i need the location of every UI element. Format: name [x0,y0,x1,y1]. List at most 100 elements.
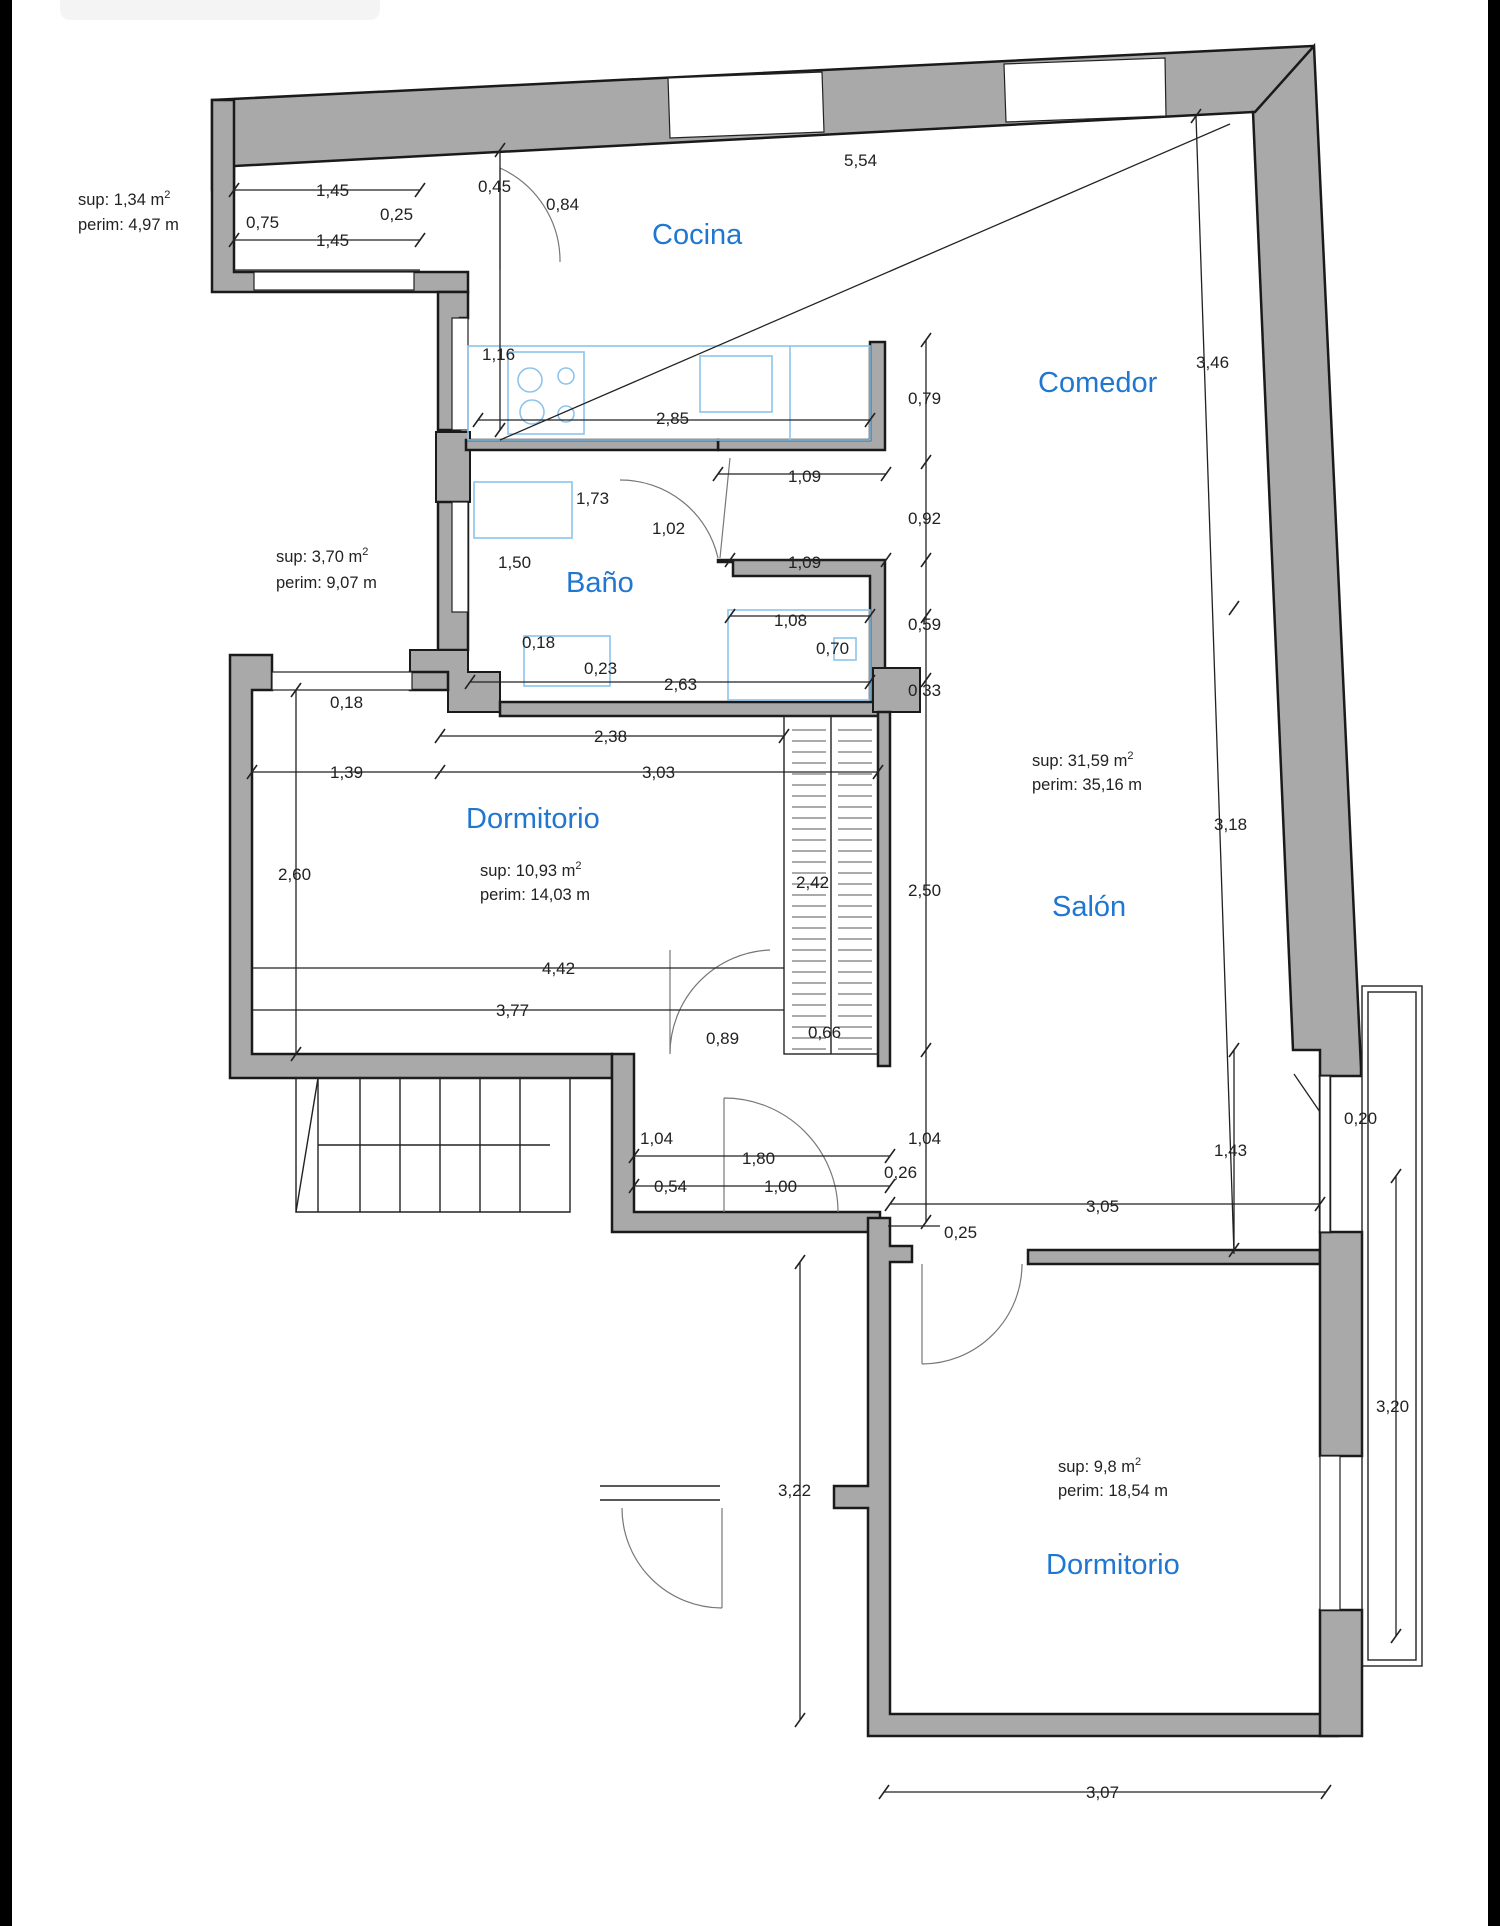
dim-label: 2,85 [656,409,689,428]
dim-label: 1,04 [908,1129,941,1148]
room-labels: Cocina Comedor Baño Dormitorio Salón Dor… [466,219,1180,1581]
dim-label: 0,26 [884,1163,917,1182]
dim-label: 3,05 [1086,1197,1119,1216]
wall-bath-upper [464,438,720,452]
dimension-tick [778,728,790,744]
dim-label: 0,75 [246,213,279,232]
dimension-tick [1228,1042,1240,1058]
wall-dorm2-right-low [1318,1608,1364,1738]
dim-label: 2,38 [594,727,627,746]
dimension-tick [1390,1168,1402,1184]
bath-area: sup: 3,70 m2 [276,546,368,566]
wardrobe [783,715,879,1055]
dim-label: 2,50 [908,881,941,900]
dimension-tick [884,1178,896,1194]
dimension-tick [228,232,240,248]
dimension-tick [920,552,932,568]
window-kitchen-left [451,317,469,431]
dimension-tick [1228,1242,1240,1258]
dimension-tick [724,552,736,568]
dimension-tick [472,412,484,428]
dim-label: 0,84 [546,195,579,214]
window-bath-left [451,501,469,613]
dim-label: 1,00 [764,1177,797,1196]
dim-label: 3,77 [496,1001,529,1020]
windows [253,57,1423,1667]
dim-label: 1,50 [498,553,531,572]
dimension-tick [290,682,302,698]
dim-label: 1,80 [742,1149,775,1168]
dimension-tick [794,1712,806,1728]
dimension-tick [864,412,876,428]
small-room-perimeter: perim: 4,97 m [78,216,179,234]
bath-perimeter: perim: 9,07 m [276,574,377,592]
wall-small-room [210,98,470,294]
dorm2-perimeter: perim: 18,54 m [1058,1482,1168,1500]
salon-perimeter: perim: 35,16 m [1032,776,1142,794]
dimension-tick [434,728,446,744]
window-salon-right [1319,1075,1331,1233]
room-label-salon: Salón [1052,891,1126,923]
dim-label: 1,02 [652,519,685,538]
door-bath [619,457,731,559]
dim-label: 1,09 [788,553,821,572]
door-corridor [723,1097,839,1213]
dim-label: 0,54 [654,1177,687,1196]
dim-label: 3,03 [642,763,675,782]
dim-label: 1,04 [640,1129,673,1148]
pillar-kitchen [435,431,471,503]
wall-dorm2-top [1026,1248,1322,1266]
balcony [1361,985,1423,1667]
dimension-tick [434,764,446,780]
dim-label: 0,45 [478,177,511,196]
wall-dorm2-right [1318,1230,1364,1458]
dim-label: 0,25 [380,205,413,224]
wall-dorm2-left [832,1216,1340,1738]
wall-corridor [610,1052,882,1234]
dim-label: 3,07 [1086,1783,1119,1802]
top-bar [60,0,380,20]
dimension-tick [1314,1196,1326,1212]
dim-label: 1,16 [482,345,515,364]
kitchen-counter [467,345,871,441]
window-top-1 [667,71,825,139]
dimension-tick [1228,600,1240,616]
dimension-tick [794,1254,806,1270]
dim-label: 3,46 [1196,353,1229,372]
dim-label: 3,18 [1214,815,1247,834]
window-top-2 [1003,57,1167,123]
window-dorm2-right [1319,1455,1341,1611]
area-annotations: sup: 1,34 m2 perim: 4,97 m sup: 3,70 m2 … [78,189,1168,1500]
dim-label: 0,66 [808,1023,841,1042]
dimension-tick [1190,108,1202,124]
dim-label: 2,63 [664,675,697,694]
wall-wardrobe [876,710,892,1068]
dimension-tick [864,608,876,624]
dimension-tick [712,466,724,482]
dimension-tick [880,552,892,568]
dim-label: 0,70 [816,639,849,658]
room-label-dormitorio-2: Dormitorio [1046,1549,1180,1581]
dim-label: 0,20 [1344,1109,1377,1128]
pillar-bath-right [872,667,921,713]
door-dorm2 [921,1263,1023,1365]
dim-label: 0,89 [706,1029,739,1048]
dim-label: 0,18 [330,693,363,712]
dim-label: 5,54 [844,151,877,170]
dimension-tick [414,182,426,198]
dim-label: 1,45 [316,231,349,250]
dimension-tick [884,1196,896,1212]
room-label-dormitorio-1: Dormitorio [466,803,600,835]
dimension-tick [290,1046,302,1062]
dim-label: 2,42 [796,873,829,892]
dim-label: 0,18 [522,633,555,652]
dim-label: 1,73 [576,489,609,508]
dimension-tick [920,608,932,624]
salon-area: sup: 31,59 m2 [1032,750,1134,770]
wardrobe-lines [792,729,872,1050]
wall-bath-right [716,558,887,708]
dimension-labels: 1,45 0,45 0,75 0,25 0,84 1,45 5,54 3,46 … [246,151,1409,1802]
shower [727,609,871,701]
dim-label: 4,42 [542,959,575,978]
